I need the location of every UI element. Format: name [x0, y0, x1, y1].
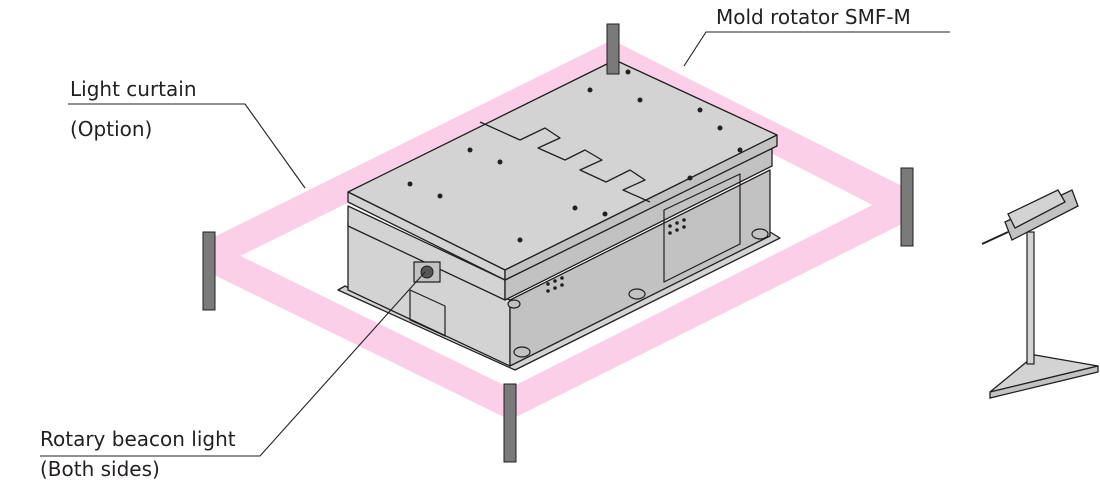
leader-light-curtain — [68, 103, 306, 189]
pendant-unit — [1007, 189, 1066, 229]
curtain-beam-back-left — [208, 40, 612, 272]
stand-base-edge — [989, 365, 1099, 399]
label-light-curtain-note: (Option) — [70, 117, 152, 141]
label-beacon: Rotary beacon light — [40, 427, 236, 451]
curtain-post-front — [503, 383, 517, 463]
curtain-beam-front-left — [208, 240, 510, 420]
light-curtain-posts — [202, 23, 914, 463]
leader-beacon — [40, 271, 426, 457]
machine-housing-right — [509, 169, 771, 367]
label-beacon-note: (Both sides) — [40, 457, 160, 481]
curtain-post-back — [606, 23, 620, 75]
curtain-post-left — [202, 231, 216, 311]
access-panel-right — [663, 173, 741, 283]
access-panel-front — [409, 289, 446, 337]
stand-pole — [1026, 231, 1035, 365]
leader-lines — [40, 31, 950, 457]
control-pendant-stand — [981, 189, 1099, 399]
label-mold-rotator: Mold rotator SMF-M — [716, 5, 911, 29]
machine-feet — [507, 228, 769, 358]
rotary-beacon-light — [413, 261, 441, 283]
top-plate-parting-line — [479, 121, 651, 203]
leader-mold-rotator — [683, 31, 950, 67]
curtain-post-right — [900, 167, 914, 247]
machine-top-plate-edge-right — [504, 134, 778, 281]
label-light-curtain: Light curtain — [70, 77, 197, 101]
curtain-beam-front-right — [510, 188, 906, 420]
mold-rotator-machine — [0, 0, 781, 371]
vent-pattern — [546, 218, 686, 293]
control-panel-door — [0, 0, 1, 1]
